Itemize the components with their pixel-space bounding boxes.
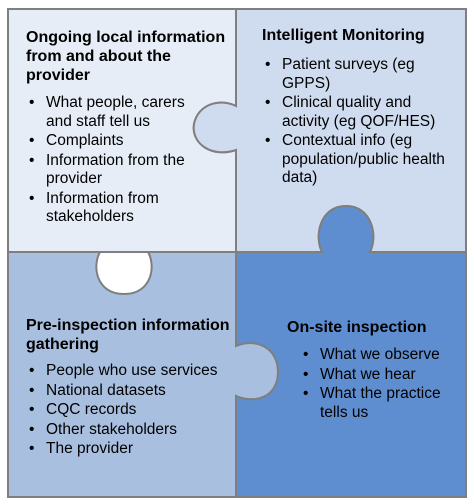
list-item: What people, carers and staff tell us [26, 94, 211, 131]
top-right-title: Intelligent Monitoring [262, 27, 425, 44]
list-item: Other stakeholders [26, 421, 241, 440]
list-item: Complaints [26, 132, 211, 151]
list-item: People who use services [26, 362, 241, 381]
list-item: Patient surveys (eg GPPS) [262, 56, 462, 93]
bottom-right-title: On-site inspection [287, 319, 427, 336]
list-item: What the practice tells us [300, 385, 460, 422]
list-item: Information from stakeholders [26, 190, 211, 227]
list-item: Clinical quality and activity (eg QOF/HE… [262, 94, 462, 131]
bottom-left-title: Pre-inspection information gathering [26, 317, 230, 353]
bottom-left-bullet-list: People who use services National dataset… [26, 362, 241, 460]
list-item: What we hear [300, 366, 460, 385]
list-item: National datasets [26, 382, 241, 401]
list-item: What we observe [300, 346, 460, 365]
list-item: The provider [26, 440, 241, 459]
list-item: Information from the provider [26, 152, 211, 189]
top-left-title: Ongoing local information from and about… [26, 29, 226, 84]
list-item: CQC records [26, 401, 241, 420]
top-left-bullet-list: What people, carers and staff tell us Co… [26, 94, 211, 228]
list-item: Contextual info (eg population/public he… [262, 132, 462, 188]
top-right-bullet-list: Patient surveys (eg GPPS) Clinical quali… [262, 56, 462, 189]
bottom-right-bullet-list: What we observe What we hear What the pr… [300, 346, 460, 423]
